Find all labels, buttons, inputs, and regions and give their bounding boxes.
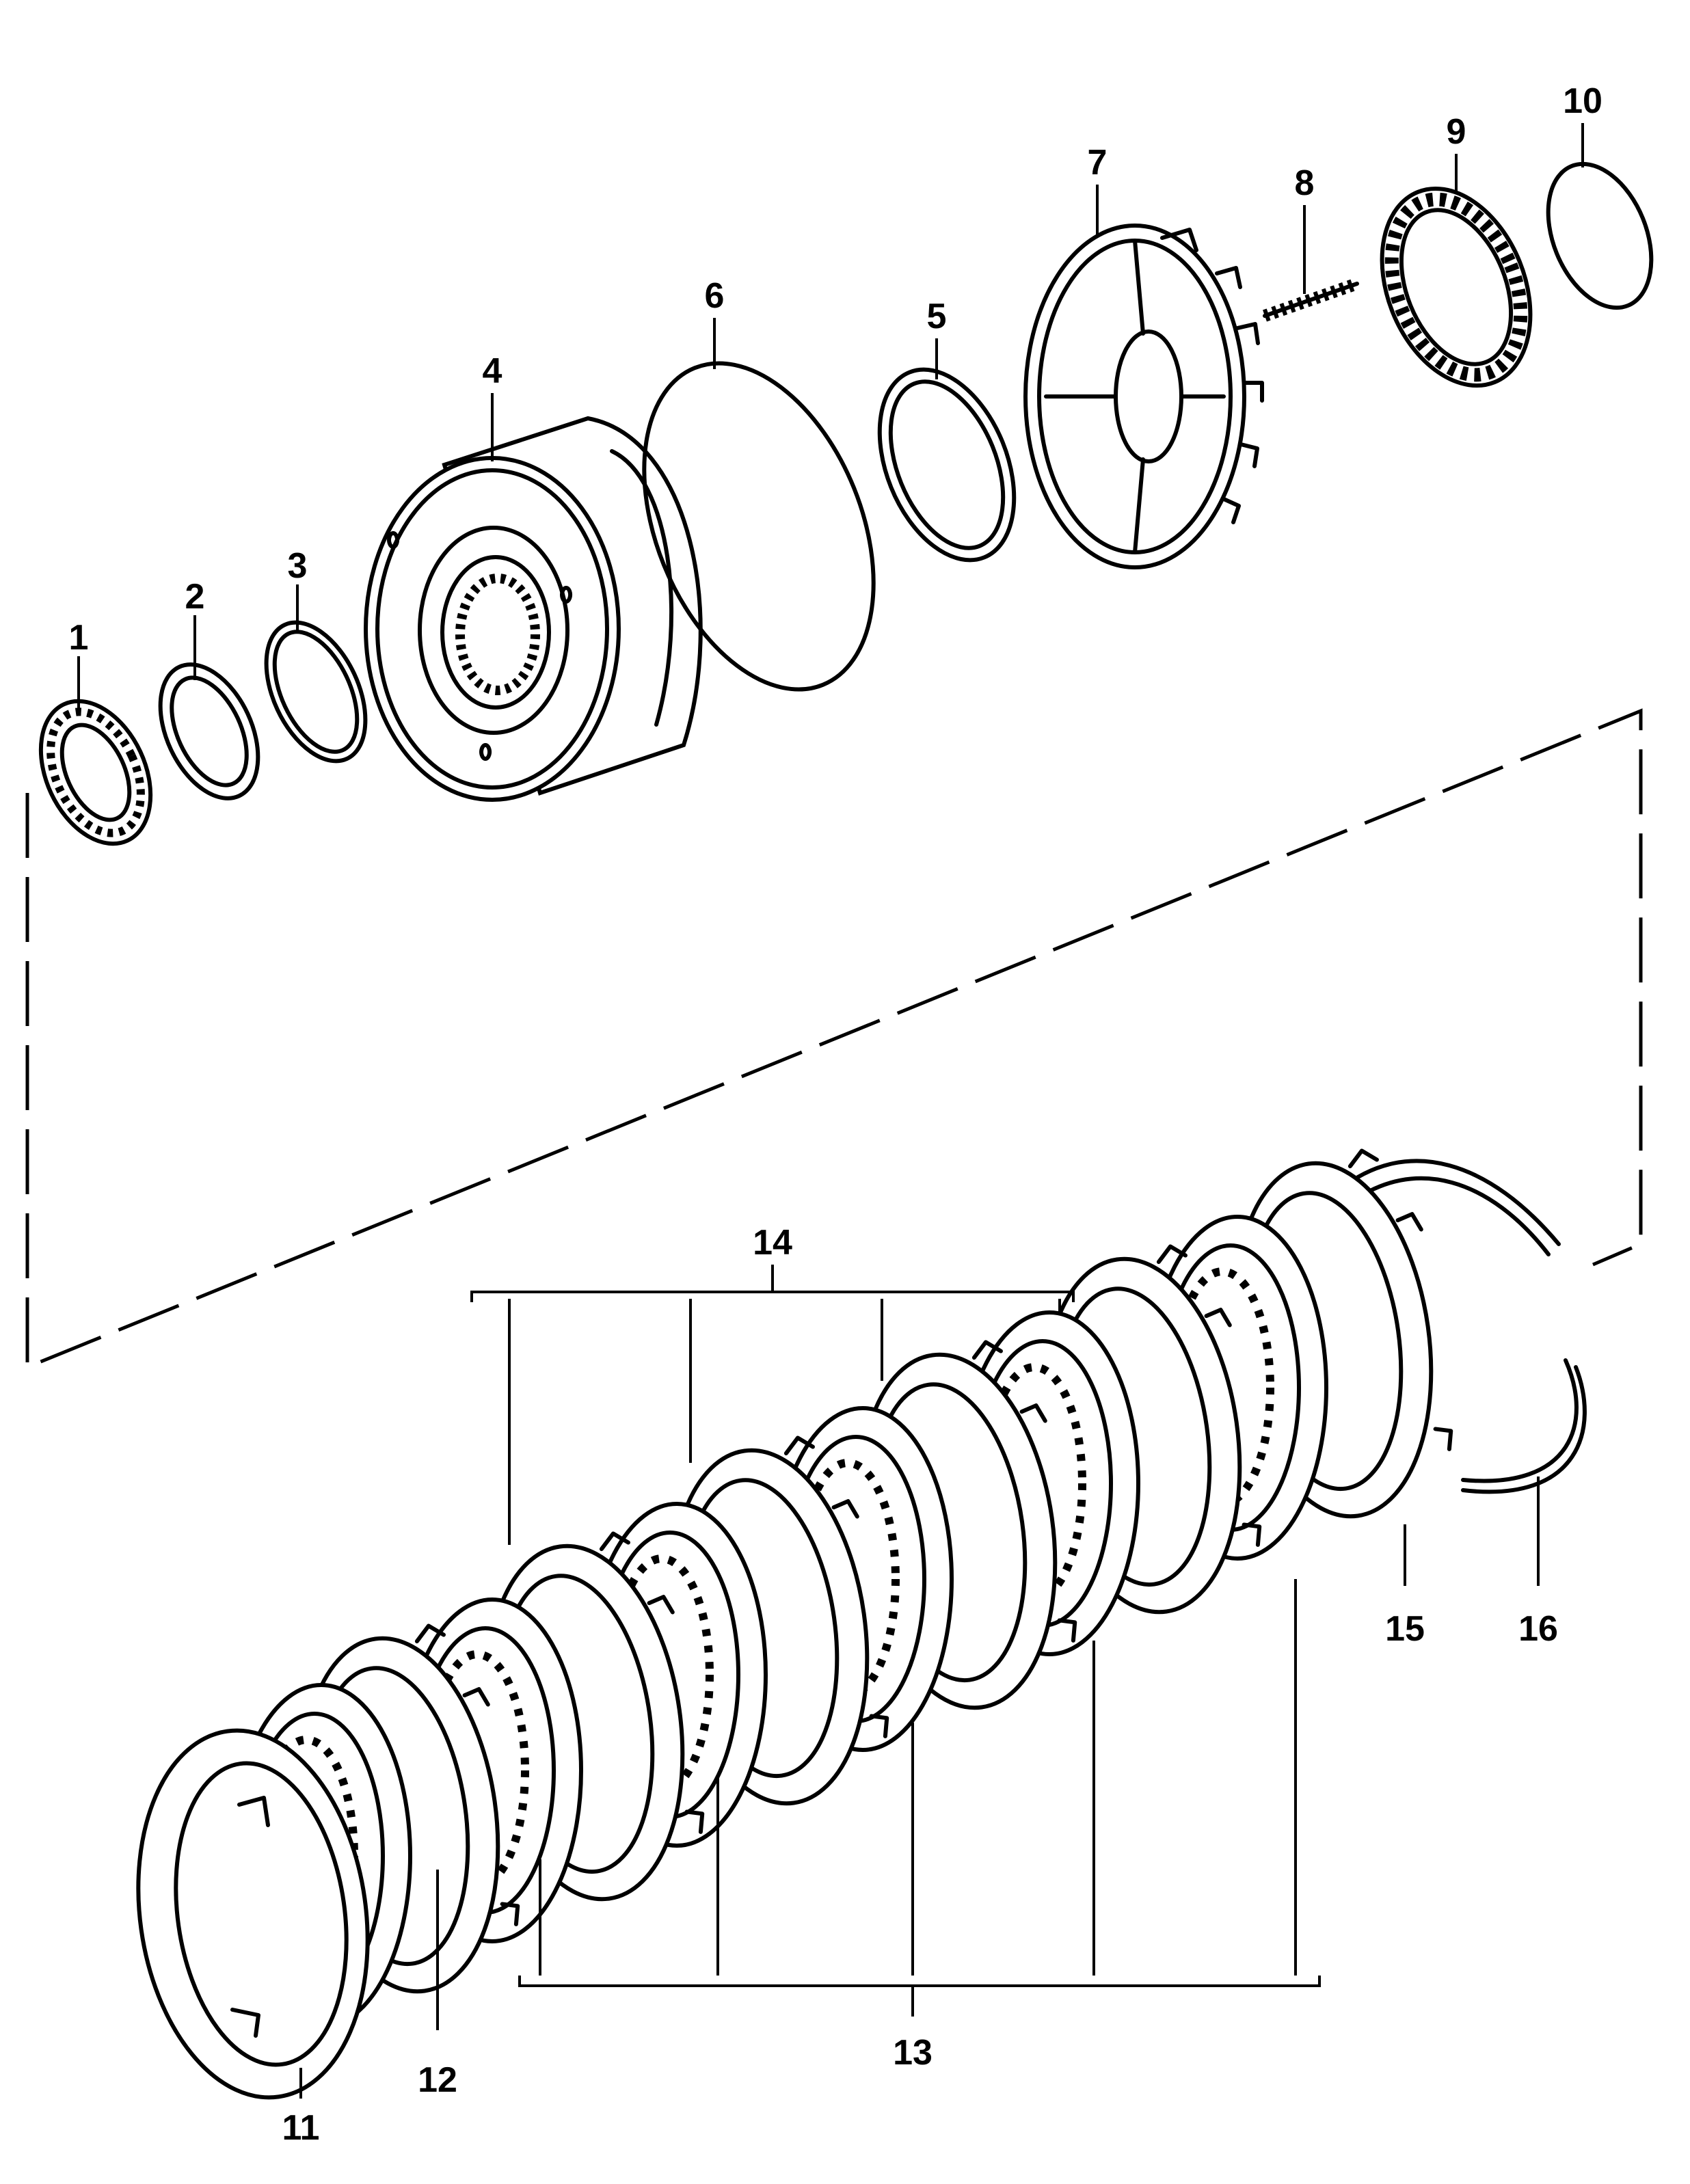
- callout-1: 1: [69, 618, 89, 658]
- callout-10: 10: [1563, 81, 1602, 121]
- callout-3: 3: [288, 546, 308, 586]
- callout-15: 15: [1385, 1609, 1425, 1649]
- bracket-14: [470, 1265, 1075, 1302]
- callout-2: 2: [185, 577, 205, 617]
- washer-icon: [264, 620, 368, 764]
- callout-16: 16: [1518, 1609, 1558, 1649]
- hub-icon: [1380, 186, 1533, 388]
- assembly-line: [25, 708, 1643, 1370]
- callout-9: 9: [1447, 112, 1466, 152]
- clutch-drum-icon: [364, 416, 703, 802]
- seal-ring-icon: [877, 367, 1017, 563]
- callout-4: 4: [483, 351, 502, 391]
- callout-6: 6: [705, 276, 725, 316]
- bracket-14-leaders: [508, 1299, 1061, 1545]
- callout-14: 14: [753, 1223, 792, 1263]
- callout-11: 11: [282, 2108, 320, 2148]
- callout-7: 7: [1088, 143, 1108, 183]
- bracket-13-leaders: [539, 1579, 1297, 1976]
- pressure-plate-icon: [136, 1728, 370, 2100]
- snap-ring-small-icon: [1546, 161, 1654, 310]
- leader-lines: [77, 123, 1584, 2099]
- callout-5: 5: [927, 297, 947, 336]
- spring-icon: [1263, 278, 1359, 322]
- spring-retainer-icon: [1023, 224, 1264, 569]
- callout-12: 12: [418, 2060, 457, 2100]
- bracket-13: [518, 1976, 1321, 2017]
- callout-13: 13: [893, 2033, 933, 2073]
- snap-ring-split-icon: [1338, 1159, 1587, 1494]
- callout-8: 8: [1295, 163, 1315, 203]
- clutch-plate-icon: [232, 1144, 1461, 2027]
- snap-ring-large-icon: [642, 361, 876, 692]
- thrust-washer-icon: [158, 662, 260, 800]
- needle-bearing-icon: [38, 699, 153, 846]
